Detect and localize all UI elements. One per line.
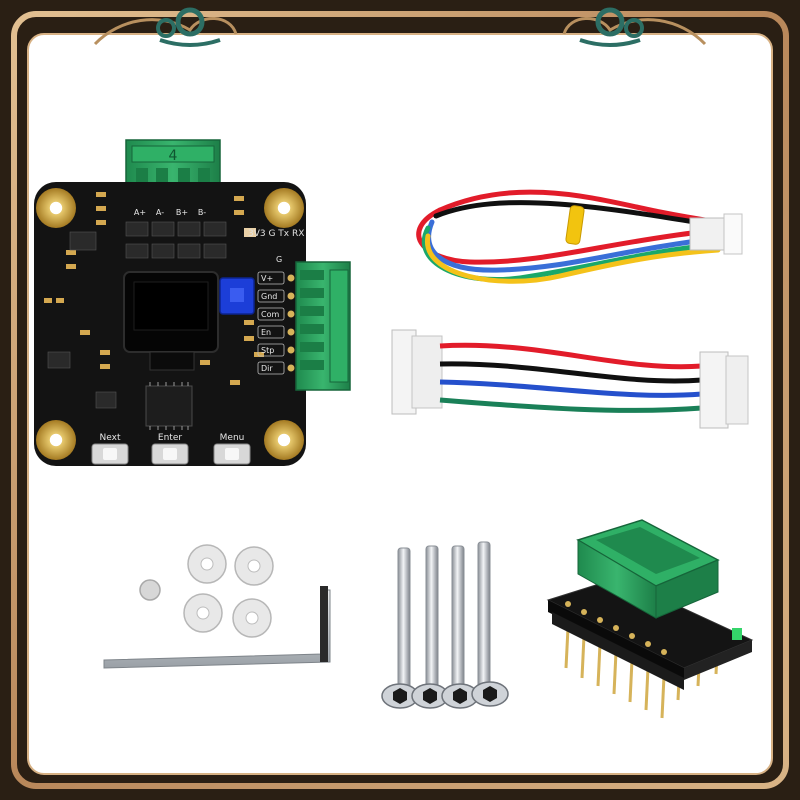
pin-label: Stp xyxy=(261,346,274,355)
mounting-hole xyxy=(264,420,304,460)
driver-board: 4 A+ A- B+ B- xyxy=(34,139,351,466)
button-label-menu: Menu xyxy=(220,433,245,443)
straight-cable xyxy=(391,329,749,429)
side-label: G xyxy=(276,255,282,264)
pin-label: Com xyxy=(261,310,279,319)
mounting-hole xyxy=(36,420,76,460)
magnet-disc xyxy=(139,579,161,601)
smd-components xyxy=(44,192,264,385)
motor-connector-number: 4 xyxy=(169,148,178,164)
signal-connector xyxy=(295,261,351,391)
hex-wrench xyxy=(103,586,331,669)
mounting-hole xyxy=(264,188,304,228)
left-cloud-ornament-icon xyxy=(93,7,238,47)
motor-connector: 4 xyxy=(125,139,221,191)
right-cloud-ornament-icon xyxy=(562,7,707,47)
pin-label: B+ xyxy=(176,208,188,217)
pin-label: B- xyxy=(198,208,206,217)
pin-label: Gnd xyxy=(261,292,277,301)
frame-border xyxy=(11,11,789,789)
top-pin-labels: A+ A- B+ B- xyxy=(134,208,206,217)
adapter-board xyxy=(546,519,754,719)
mounting-hole xyxy=(36,188,76,228)
pin-label: V+ xyxy=(261,274,273,283)
coiled-cable xyxy=(416,189,743,284)
screws xyxy=(381,541,509,709)
mcu-chip xyxy=(145,385,193,427)
side-pin-labels: G V+ Gnd Com En Stp Dir xyxy=(257,255,285,375)
button-label-enter: Enter xyxy=(158,433,182,443)
pin-label: En xyxy=(261,328,271,337)
pin-label: Dir xyxy=(261,364,273,373)
power-pin-label: 3V3 G Tx RX xyxy=(248,229,304,239)
button-label-next: Next xyxy=(100,433,121,443)
pin-label: A- xyxy=(156,208,164,217)
pin-label: A+ xyxy=(134,208,146,217)
washers xyxy=(139,544,274,638)
board-buttons: Next Enter Menu xyxy=(91,433,251,465)
